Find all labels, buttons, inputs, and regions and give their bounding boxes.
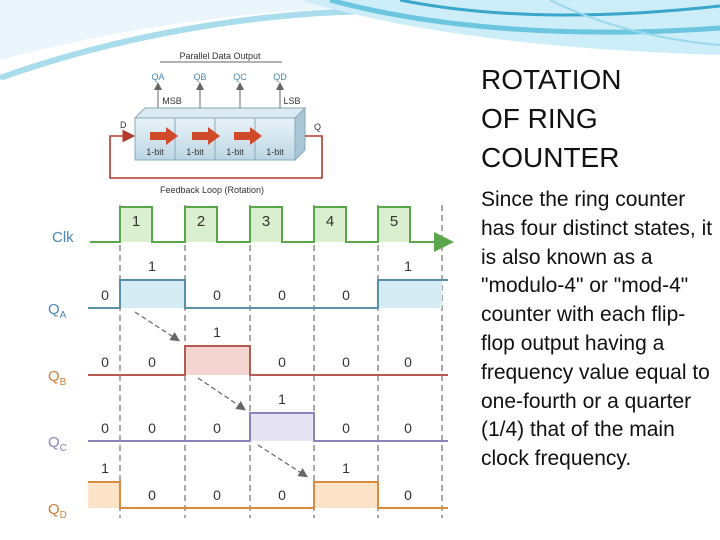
shift-register-block: Parallel Data Output QA QB QC QD MSB LSB… — [109, 51, 323, 195]
signal-value: 0 — [278, 487, 286, 503]
cell-label: 1-bit — [146, 147, 164, 157]
clock-pulse-number: 3 — [262, 213, 270, 230]
signal-high-fill — [378, 280, 442, 308]
signal-high-fill — [88, 482, 120, 508]
feedback-loop-path — [109, 129, 323, 179]
signal-value: 0 — [101, 354, 109, 370]
header-swoosh-decoration — [0, 0, 720, 80]
slide-body-text: Since the ring counter has four distinct… — [481, 188, 713, 471]
signal-value: 1 — [404, 258, 412, 274]
output-label-qd: QD — [273, 72, 287, 82]
signal-value: 0 — [404, 420, 412, 436]
shift-arrow — [234, 127, 262, 145]
signal-value: 0 — [148, 354, 156, 370]
signal-label-qa: QA — [48, 301, 67, 321]
signal-high-fill — [250, 413, 314, 441]
signal-value: 0 — [278, 287, 286, 303]
signal-waveform-qb — [88, 345, 448, 376]
signal-value: 1 — [148, 258, 156, 274]
shift-arrow — [150, 127, 178, 145]
output-label-qc: QC — [233, 72, 247, 82]
shift-arrow — [192, 127, 220, 145]
register-side-face — [294, 106, 306, 162]
signal-label-qb: QB — [48, 368, 67, 388]
clock-pulse-fill — [378, 207, 410, 242]
signal-value: 0 — [278, 354, 286, 370]
lsb-label: LSB — [283, 96, 300, 106]
signal-value: 0 — [213, 287, 221, 303]
signal-value: 0 — [213, 420, 221, 436]
clock-pulse-fill — [250, 207, 282, 242]
signal-value: 0 — [213, 487, 221, 503]
signal-value: 1 — [342, 460, 350, 476]
signal-value: 0 — [342, 420, 350, 436]
feedback-loop-label: Feedback Loop (Rotation) — [160, 185, 264, 195]
clock-waveform — [90, 206, 454, 252]
signal-value: 1 — [101, 460, 109, 476]
msb-label: MSB — [162, 96, 182, 106]
state-transfer-arrow — [257, 444, 309, 478]
clock-pulse-number: 5 — [390, 213, 398, 230]
clock-pulse-fill — [185, 207, 217, 242]
register-top-face — [133, 107, 307, 119]
signal-value: 1 — [278, 391, 286, 407]
clock-pulse-number: 1 — [132, 213, 140, 230]
signal-waveform-qc — [88, 412, 448, 442]
slide-title: ROTATION OF RING COUNTER — [481, 60, 711, 177]
parallel-output-label: Parallel Data Output — [179, 51, 261, 61]
clock-pulse-number: 2 — [197, 213, 205, 230]
signal-value: 0 — [404, 354, 412, 370]
output-label-qb: QB — [193, 72, 206, 82]
clock-pulse-fill — [120, 207, 152, 242]
cell-label: 1-bit — [186, 147, 204, 157]
signal-value: 0 — [101, 287, 109, 303]
title-line: ROTATION — [481, 64, 622, 95]
output-label-qa: QA — [151, 72, 164, 82]
shift-arrows — [150, 127, 262, 145]
signal-high-fill — [185, 346, 250, 375]
title-line: OF RING — [481, 103, 598, 134]
signal-value: 0 — [342, 287, 350, 303]
signal-value: 0 — [404, 487, 412, 503]
signal-waveform-qd — [88, 481, 448, 509]
signal-value: 1 — [213, 324, 221, 340]
signal-value: 0 — [148, 420, 156, 436]
clock-pulse-number: 4 — [326, 213, 334, 230]
signal-value: 0 — [342, 354, 350, 370]
signal-value: 0 — [101, 420, 109, 436]
signal-waveform-qa — [88, 279, 448, 309]
signal-high-fill — [120, 280, 185, 308]
signal-label-qc: QC — [48, 434, 67, 454]
state-transfer-arrow — [134, 311, 181, 342]
cell-label: 1-bit — [226, 147, 244, 157]
q-output-label: Q — [314, 122, 321, 132]
clock-pulse-fill — [314, 207, 346, 242]
clock-label: Clk — [52, 229, 74, 246]
state-transfer-arrow — [197, 377, 246, 411]
signal-value: 0 — [148, 487, 156, 503]
signal-label-qd: QD — [48, 501, 67, 521]
ring-counter-diagram: Parallel Data Output QA QB QC QD MSB LSB… — [48, 51, 454, 521]
d-input-label: D — [120, 120, 127, 130]
title-line: COUNTER — [481, 142, 620, 173]
signal-high-fill — [314, 482, 378, 508]
cell-label: 1-bit — [266, 147, 284, 157]
